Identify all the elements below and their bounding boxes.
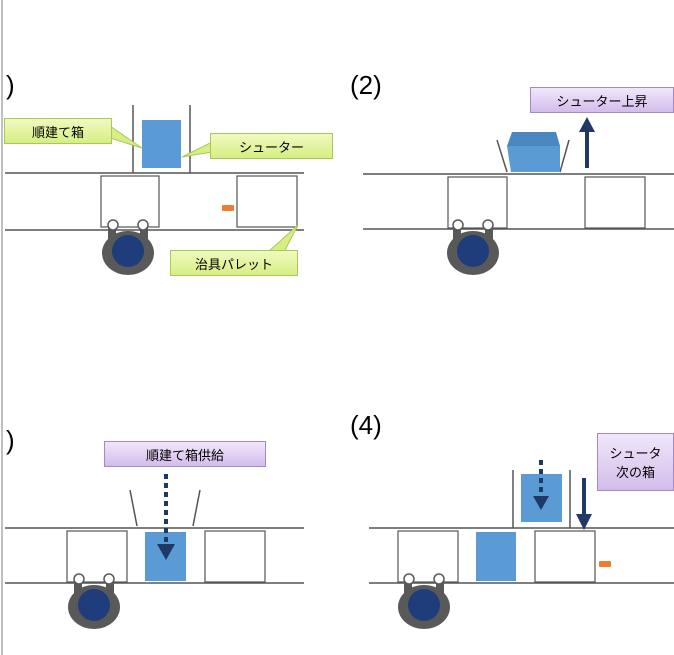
pallet-2 xyxy=(534,530,596,583)
pallet-2 xyxy=(584,176,646,229)
action-callout: シュータ 次の箱 xyxy=(597,433,674,491)
action-callout-line1: シュータ xyxy=(609,447,662,462)
down-arrow-head xyxy=(533,496,549,510)
box xyxy=(476,532,516,581)
callout-tail xyxy=(181,141,213,158)
chute-wall-right xyxy=(559,139,570,173)
box-callout: 順建て箱 xyxy=(4,118,112,144)
pallet-1 xyxy=(100,175,160,228)
panel-2 xyxy=(363,117,674,276)
step-label: ) xyxy=(6,425,15,455)
pallet-2 xyxy=(236,175,298,228)
chute-wall-left xyxy=(496,139,508,173)
step-label: ) xyxy=(6,70,15,100)
down-arrow-head xyxy=(576,514,592,530)
callout-tail xyxy=(109,125,143,149)
up-arrow-head xyxy=(579,117,595,132)
operator-icon xyxy=(101,219,155,276)
box xyxy=(142,120,181,168)
action-callout: シューター上昇 xyxy=(530,87,674,113)
chute-wall-left xyxy=(129,489,138,527)
chute-wall-right xyxy=(192,489,201,527)
callout-tail xyxy=(266,224,299,253)
box-lid xyxy=(507,132,560,146)
action-callout: 順建て箱供給 xyxy=(104,441,266,467)
panel-3 xyxy=(5,474,304,630)
panel-4 xyxy=(369,460,674,630)
down-arrow-head xyxy=(157,544,175,560)
pallet-callout: 治具パレット xyxy=(170,250,298,276)
box xyxy=(507,146,560,172)
pallet-2 xyxy=(204,530,266,583)
indicator xyxy=(222,205,234,211)
indicator xyxy=(599,561,611,567)
pallet-1 xyxy=(66,530,128,583)
step-label: (2) xyxy=(350,70,382,100)
chute-callout: シューター xyxy=(210,133,333,159)
action-callout-line2: 次の箱 xyxy=(615,466,655,481)
step-label: (4) xyxy=(350,410,382,440)
panel-1 xyxy=(5,105,304,276)
